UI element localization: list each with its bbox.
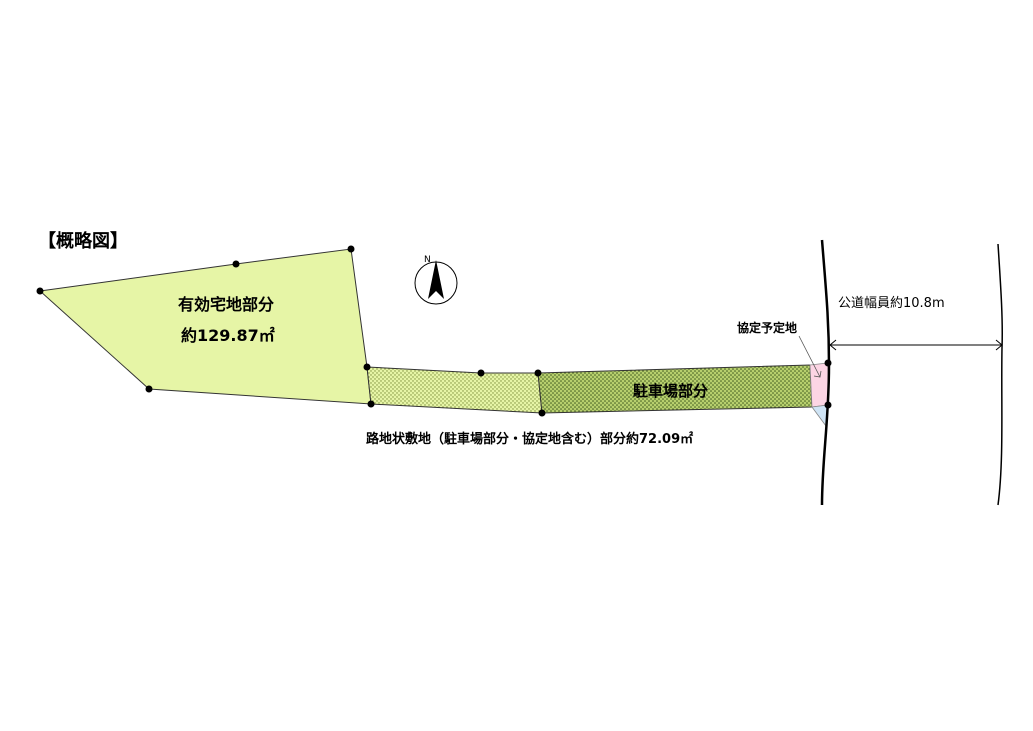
passage-caption-label: 路地状敷地（駐車場部分・協定地含む）部分約72.09㎡ (366, 431, 693, 447)
lot-name-label: 有効宅地部分 (178, 295, 274, 314)
agreement-land-leader-arrow (813, 370, 822, 378)
boundary-points (36, 245, 832, 417)
agreement-land-area (809, 362, 829, 408)
diagram-title: 【概略図】 (38, 230, 128, 252)
road-right-edge (997, 243, 1004, 506)
road-width-arrow-right (995, 339, 1003, 351)
boundary-point (145, 385, 153, 393)
parking-label: 駐車場部分 (633, 382, 708, 400)
road-width-arrow-left (829, 339, 837, 351)
road-left-edge (820, 239, 831, 506)
boundary-point (36, 287, 44, 295)
passage-strip-area (366, 366, 543, 414)
north-label: N (424, 255, 431, 265)
lot-area-label: 約129.87㎡ (181, 326, 275, 345)
north-compass-icon: N (414, 255, 458, 305)
agreement-land-leader-line (798, 335, 821, 378)
boundary-point (363, 363, 371, 371)
boundary-point (477, 369, 485, 377)
road-width-label: 公道幅員約10.8m (838, 296, 945, 311)
boundary-point (534, 369, 542, 377)
boundary-point (538, 409, 546, 417)
boundary-point (347, 245, 355, 253)
boundary-point (232, 260, 240, 268)
boundary-point (367, 400, 375, 408)
agreement-land-label: 協定予定地 (737, 320, 797, 335)
